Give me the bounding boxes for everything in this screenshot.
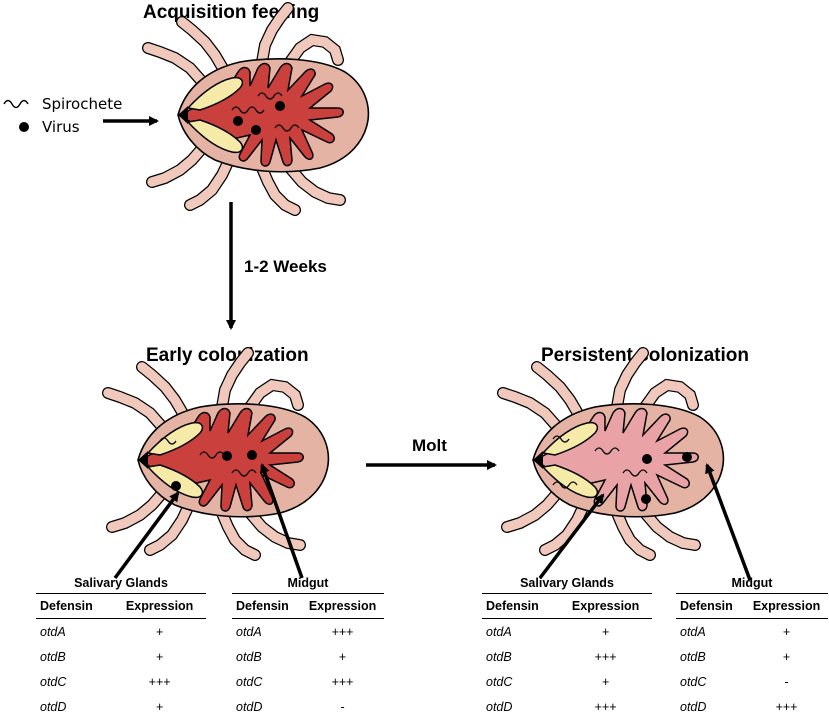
table-row: otdA + bbox=[482, 619, 652, 645]
salivary-pointer-early bbox=[113, 491, 180, 580]
table-row: otdC +++ bbox=[232, 669, 384, 694]
salivary-pointer-persistent bbox=[538, 493, 605, 580]
expression-cell: - bbox=[784, 674, 789, 689]
column-header-expression: Expression bbox=[113, 593, 206, 619]
table-header: Salivary Glands bbox=[520, 576, 614, 590]
gene-cell: otdB bbox=[236, 649, 262, 664]
table-row: otdA + bbox=[36, 619, 206, 645]
gene-cell: otdA bbox=[40, 624, 66, 639]
expression-cell: + bbox=[155, 649, 164, 664]
table-row: otdB + bbox=[676, 644, 828, 669]
table-header: Midgut bbox=[287, 576, 329, 590]
tick-persistent-colonization bbox=[503, 353, 723, 555]
table-row: otdB + bbox=[36, 644, 206, 669]
expression-cell: - bbox=[340, 699, 345, 714]
gene-cell: otdA bbox=[680, 624, 706, 639]
expression-cell: + bbox=[338, 649, 347, 664]
table-salivary-persistent: Salivary Glands Defensin Expression otdA… bbox=[482, 573, 652, 719]
tick-early-colonization bbox=[108, 353, 328, 555]
virus-icon bbox=[247, 450, 257, 460]
table-row: otdC - bbox=[676, 669, 828, 694]
gene-cell: otdC bbox=[236, 674, 263, 689]
spirochete-icon bbox=[594, 447, 620, 455]
gene-cell: otdA bbox=[236, 624, 262, 639]
table-midgut-persistent: Midgut Defensin Expression otdA + otdB + o… bbox=[676, 573, 828, 719]
expression-cell: +++ bbox=[594, 649, 617, 664]
spirochete-icon bbox=[622, 469, 648, 477]
expression-cell: + bbox=[782, 624, 791, 639]
gene-cell: otdD bbox=[486, 699, 513, 714]
spirochete-icon bbox=[257, 92, 283, 100]
gene-cell: otdA bbox=[486, 624, 512, 639]
expression-cell: + bbox=[601, 674, 610, 689]
table-row: otdD - bbox=[232, 694, 384, 719]
gene-cell: otdC bbox=[680, 674, 707, 689]
virus-icon bbox=[233, 116, 243, 126]
gene-cell: otdD bbox=[236, 699, 263, 714]
expression-cell: +++ bbox=[331, 674, 354, 689]
legend-virus-icon bbox=[19, 122, 29, 132]
column-header-expression: Expression bbox=[301, 593, 384, 619]
table-salivary-early: Salivary Glands Defensin Expression otdA… bbox=[36, 573, 206, 719]
expression-cell: +++ bbox=[331, 624, 354, 639]
table-header: Midgut bbox=[731, 576, 773, 590]
time-arrow-label: 1-2 Weeks bbox=[244, 257, 327, 276]
legend-virus-label: Virus bbox=[42, 118, 80, 136]
column-header-defensin: Defensin bbox=[36, 593, 114, 619]
table-row: otdB + bbox=[232, 644, 384, 669]
column-header-expression: Expression bbox=[559, 593, 652, 619]
expression-cell: +++ bbox=[148, 674, 171, 689]
column-header-defensin: Defensin bbox=[676, 593, 746, 619]
column-header-defensin: Defensin bbox=[482, 593, 560, 619]
gene-cell: otdB bbox=[40, 649, 66, 664]
spirochete-icon bbox=[231, 106, 265, 114]
virus-icon bbox=[641, 494, 651, 504]
table-row: otdD +++ bbox=[482, 694, 652, 719]
expression-cell: +++ bbox=[594, 699, 617, 714]
expression-cell: + bbox=[601, 624, 610, 639]
expression-cell: +++ bbox=[775, 699, 798, 714]
gene-cell: otdD bbox=[40, 699, 67, 714]
spirochete-icon bbox=[552, 481, 578, 489]
spirochete-icon bbox=[274, 124, 300, 132]
gene-cell: otdB bbox=[680, 649, 706, 664]
gene-cell: otdD bbox=[680, 699, 707, 714]
expression-cell: + bbox=[155, 624, 164, 639]
legend-spirochete-icon bbox=[3, 99, 29, 109]
molt-arrow-label: Molt bbox=[412, 436, 447, 455]
expression-cell: + bbox=[782, 649, 791, 664]
column-header-defensin: Defensin bbox=[232, 593, 302, 619]
gene-cell: otdC bbox=[40, 674, 67, 689]
table-row: otdA +++ bbox=[232, 619, 384, 645]
table-header: Salivary Glands bbox=[74, 576, 168, 590]
spirochete-icon bbox=[159, 437, 177, 445]
early-colonization-title: Early colonization bbox=[146, 345, 309, 366]
virus-icon bbox=[682, 452, 692, 462]
spirochete-icon bbox=[199, 451, 225, 459]
virus-icon bbox=[642, 454, 652, 464]
gene-cell: otdC bbox=[486, 674, 513, 689]
diagram-canvas bbox=[3, 0, 752, 581]
tick-acquisition bbox=[148, 8, 368, 210]
table-midgut-early: Midgut Defensin Expression otdA +++ otdB +… bbox=[232, 573, 384, 719]
virus-icon bbox=[222, 451, 232, 461]
spirochete-icon bbox=[231, 469, 257, 477]
virus-icon bbox=[275, 101, 285, 111]
table-row: otdD +++ bbox=[676, 694, 828, 719]
virus-icon bbox=[251, 125, 261, 135]
table-row: otdC +++ bbox=[36, 669, 206, 694]
table-row: otdC + bbox=[482, 669, 652, 694]
midgut-pointer-persistent bbox=[705, 463, 752, 581]
column-header-expression: Expression bbox=[745, 593, 828, 619]
table-row: otdB +++ bbox=[482, 644, 652, 669]
table-row: otdD + bbox=[36, 694, 206, 719]
expression-cell: + bbox=[155, 699, 164, 714]
table-row: otdA + bbox=[676, 619, 828, 645]
gene-cell: otdB bbox=[486, 649, 512, 664]
virus-icon bbox=[171, 481, 181, 491]
legend-spirochete-label: Spirochete bbox=[42, 95, 123, 113]
midgut-pointer-early bbox=[259, 463, 304, 579]
spirochete-icon bbox=[552, 435, 570, 443]
